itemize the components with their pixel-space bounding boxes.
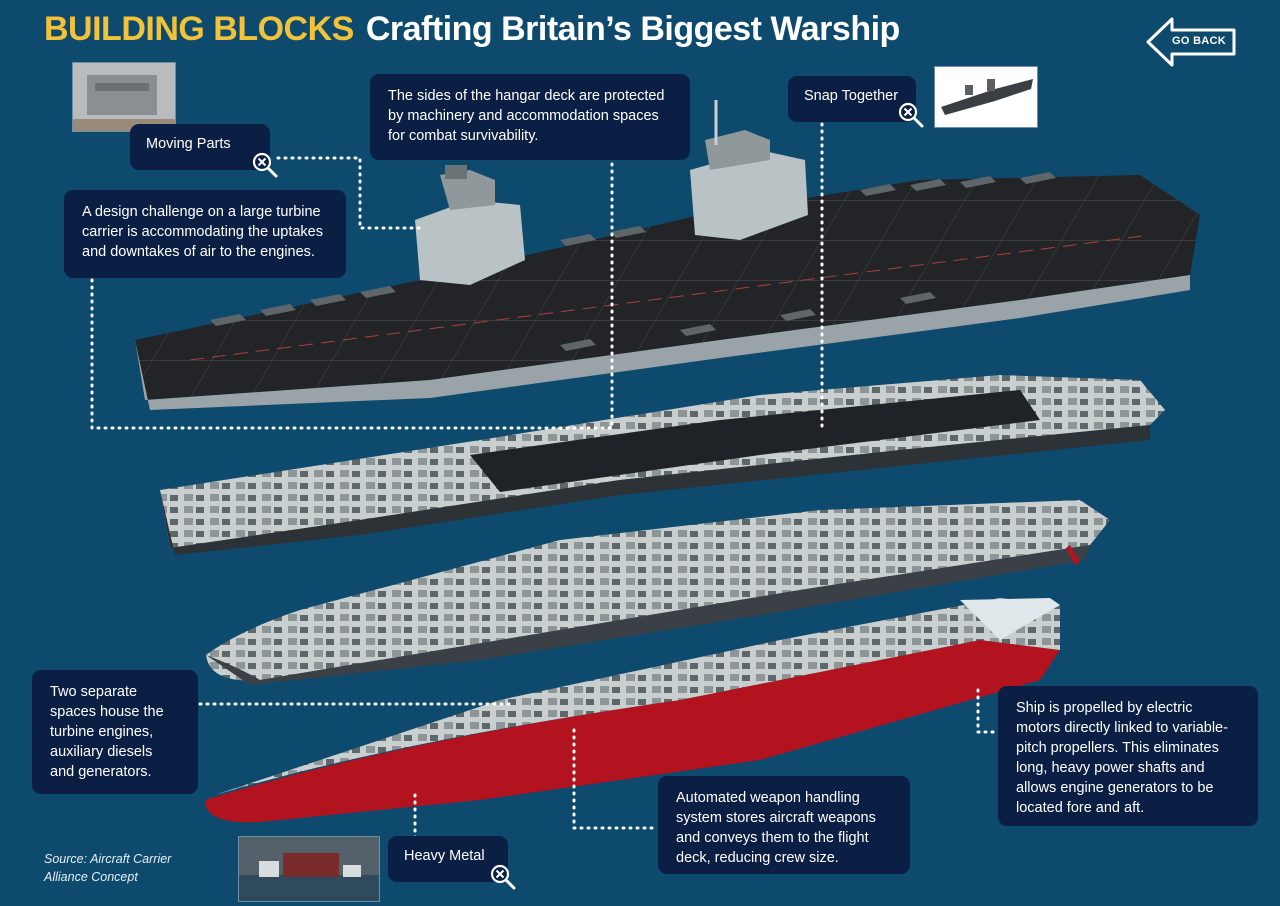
hull-lower-module (206, 500, 1110, 685)
design-callout: A design challenge on a large turbine ca… (64, 190, 346, 278)
go-back-label: GO BACK (1172, 35, 1227, 47)
moving-parts-button[interactable]: Moving Parts (130, 124, 270, 170)
page-title: BUILDING BLOCKS Crafting Britain’s Bigges… (44, 10, 900, 49)
source-line-1: Source: Aircraft Carrier (44, 852, 172, 866)
heavy-metal-thumbnail[interactable] (238, 836, 380, 902)
hangar-callout: The sides of the hangar deck are protect… (370, 74, 690, 160)
heavy-metal-label: Heavy Metal (404, 848, 485, 864)
flight-deck (135, 175, 1200, 410)
hangar-deck-module (160, 375, 1165, 555)
title-accent: BUILDING BLOCKS (44, 10, 354, 48)
deck-aircraft (210, 172, 1056, 351)
go-back-button[interactable]: GO BACK (1146, 16, 1238, 68)
snap-together-thumbnail[interactable] (934, 66, 1038, 128)
moving-parts-label: Moving Parts (146, 136, 231, 152)
hull-bottom-module (205, 598, 1060, 823)
back-arrow-icon (1146, 17, 1236, 67)
zoom-magnifier-icon[interactable] (252, 152, 278, 178)
snap-together-label: Snap Together (804, 88, 899, 104)
design-callout-text: A design challenge on a large turbine ca… (82, 204, 323, 260)
weapons-callout: Automated weapon handling system stores … (658, 776, 910, 874)
propulsion-callout-text: Ship is propelled by electric motors dir… (1016, 700, 1228, 816)
aft-island (690, 100, 808, 240)
engine-spaces-callout: Two separate spaces house the turbine en… (32, 670, 198, 794)
forward-island (415, 165, 525, 285)
zoom-magnifier-icon[interactable] (898, 102, 924, 128)
engine-spaces-callout-text: Two separate spaces house the turbine en… (50, 684, 164, 780)
source-line-2: Alliance Concept (44, 870, 138, 884)
propulsion-callout: Ship is propelled by electric motors dir… (998, 686, 1258, 826)
title-rest: Crafting Britain’s Biggest Warship (365, 10, 900, 48)
weapons-callout-text: Automated weapon handling system stores … (676, 790, 876, 866)
source-credit: Source: Aircraft Carrier Alliance Concep… (44, 850, 171, 886)
moving-parts-thumbnail[interactable] (72, 62, 176, 132)
leader-lines (90, 122, 1000, 840)
heavy-metal-button[interactable]: Heavy Metal (388, 836, 508, 882)
zoom-magnifier-icon[interactable] (490, 864, 516, 890)
hangar-callout-text: The sides of the hangar deck are protect… (388, 88, 665, 144)
snap-together-button[interactable]: Snap Together (788, 76, 916, 122)
